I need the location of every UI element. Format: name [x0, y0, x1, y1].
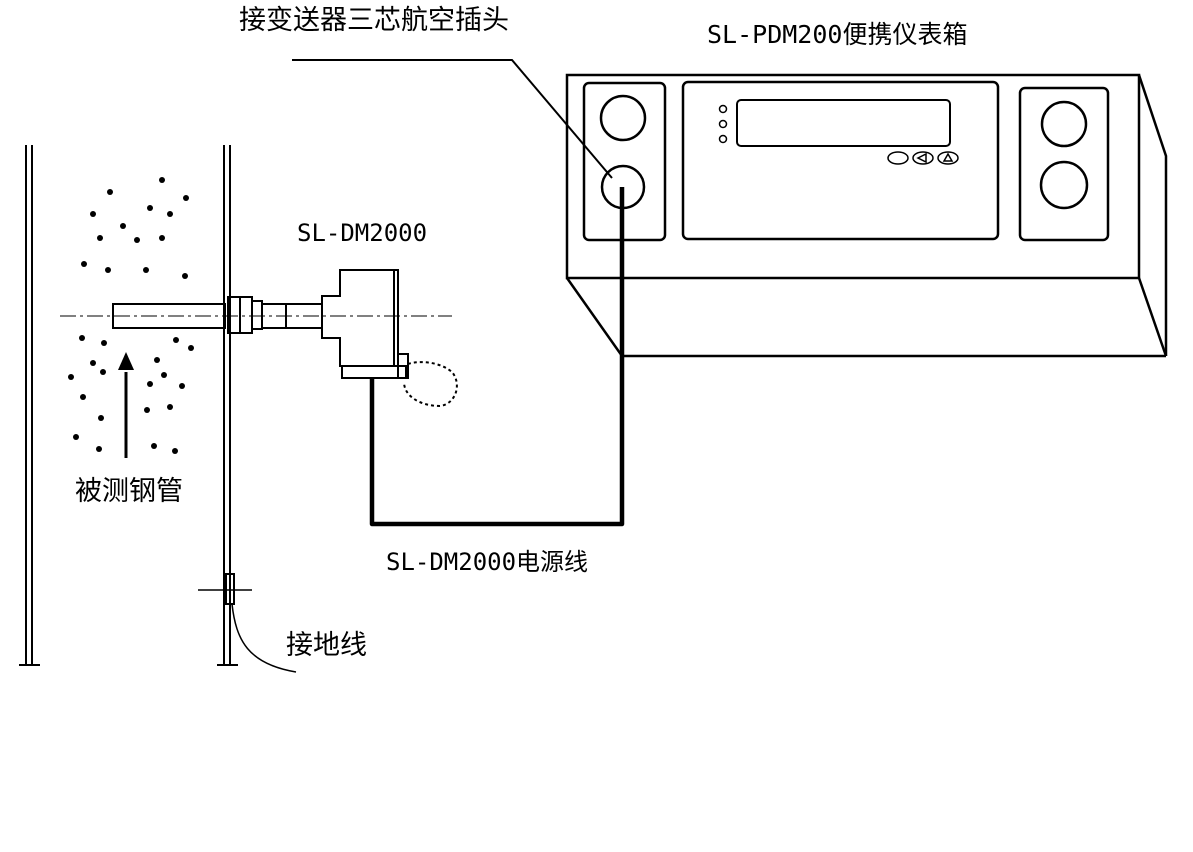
instrument-box-label: SL-PDM200便携仪表箱: [707, 20, 967, 49]
center-display-panel: [681, 80, 1000, 241]
flow-particle: [120, 223, 126, 229]
flow-particle: [172, 448, 178, 454]
up-arrow-icon: [942, 152, 954, 162]
flow-particle: [68, 374, 74, 380]
steel-pipe: [19, 145, 238, 666]
instrument-box-bottom-edge: [565, 277, 1166, 358]
flow-particle: [179, 383, 185, 389]
upper-right-socket: [1040, 100, 1088, 148]
indicator-light: [718, 104, 728, 114]
upper-left-socket: [599, 94, 647, 142]
flow-particle: [151, 443, 157, 449]
display-screen: [736, 99, 951, 147]
flow-particle: [100, 369, 106, 375]
flow-arrow: [118, 352, 134, 458]
panel-key: [937, 151, 959, 165]
ground-wire: [198, 573, 297, 673]
sensor-assembly: [112, 269, 458, 408]
flow-particle: [105, 267, 111, 273]
flow-particle: [159, 177, 165, 183]
indicator-lights: [718, 104, 728, 144]
transmitter-base: [341, 365, 407, 379]
indicator-light: [718, 134, 728, 144]
panel-key: [887, 151, 909, 165]
flow-particle: [167, 404, 173, 410]
flow-particle: [143, 267, 149, 273]
flow-particle: [188, 345, 194, 351]
flow-particle: [183, 195, 189, 201]
panel-keys: [887, 151, 959, 165]
indicator-light: [718, 119, 728, 129]
flow-particle: [96, 446, 102, 452]
flow-particle: [173, 337, 179, 343]
ground-wire-label: 接地线: [286, 630, 367, 661]
instrument-box-right-side: [1137, 74, 1168, 356]
flow-particle: [147, 205, 153, 211]
flow-particle: [182, 273, 188, 279]
flow-particle: [80, 394, 86, 400]
pipe-label: 被测钢管: [75, 476, 183, 507]
left-arrow-icon: [916, 152, 927, 164]
cable-gland: [397, 353, 409, 379]
flow-particle: [73, 434, 79, 440]
flow-arrow-head: [118, 352, 134, 370]
instrument-box-right-bottom-edge: [1137, 277, 1168, 357]
transmitter-housing: [321, 269, 399, 367]
power-cable-label: SL-DM2000电源线: [386, 548, 588, 576]
panel-key: [912, 151, 934, 165]
lower-right-socket: [1039, 160, 1089, 210]
sensor-label: SL-DM2000: [297, 219, 427, 247]
connector-leader-line: [292, 59, 613, 179]
flow-particle: [134, 237, 140, 243]
ground-clamp: [225, 573, 235, 605]
flow-particle: [147, 381, 153, 387]
flow-particle: [161, 372, 167, 378]
connector-label: 接变送器三芯航空插头: [239, 5, 509, 36]
flow-particle: [97, 235, 103, 241]
power-cable: [369, 187, 625, 527]
flow-particle: [90, 211, 96, 217]
thread-section: [251, 300, 263, 330]
instrument-box: [565, 73, 1168, 358]
flow-particles: [68, 177, 194, 454]
flow-particle: [144, 407, 150, 413]
right-socket-panel: [1018, 86, 1110, 242]
left-socket-panel: [582, 81, 667, 242]
flow-particle: [98, 415, 104, 421]
ground-wire-line: [231, 603, 297, 673]
flow-particle: [79, 335, 85, 341]
flow-particle: [101, 340, 107, 346]
flow-particle: [167, 211, 173, 217]
flow-particle: [159, 235, 165, 241]
connector-cap-chain: [403, 361, 458, 408]
flow-particle: [107, 189, 113, 195]
flow-particle: [154, 357, 160, 363]
flow-particle: [90, 360, 96, 366]
instrument-box-front: [565, 73, 1141, 280]
flow-particle: [81, 261, 87, 267]
